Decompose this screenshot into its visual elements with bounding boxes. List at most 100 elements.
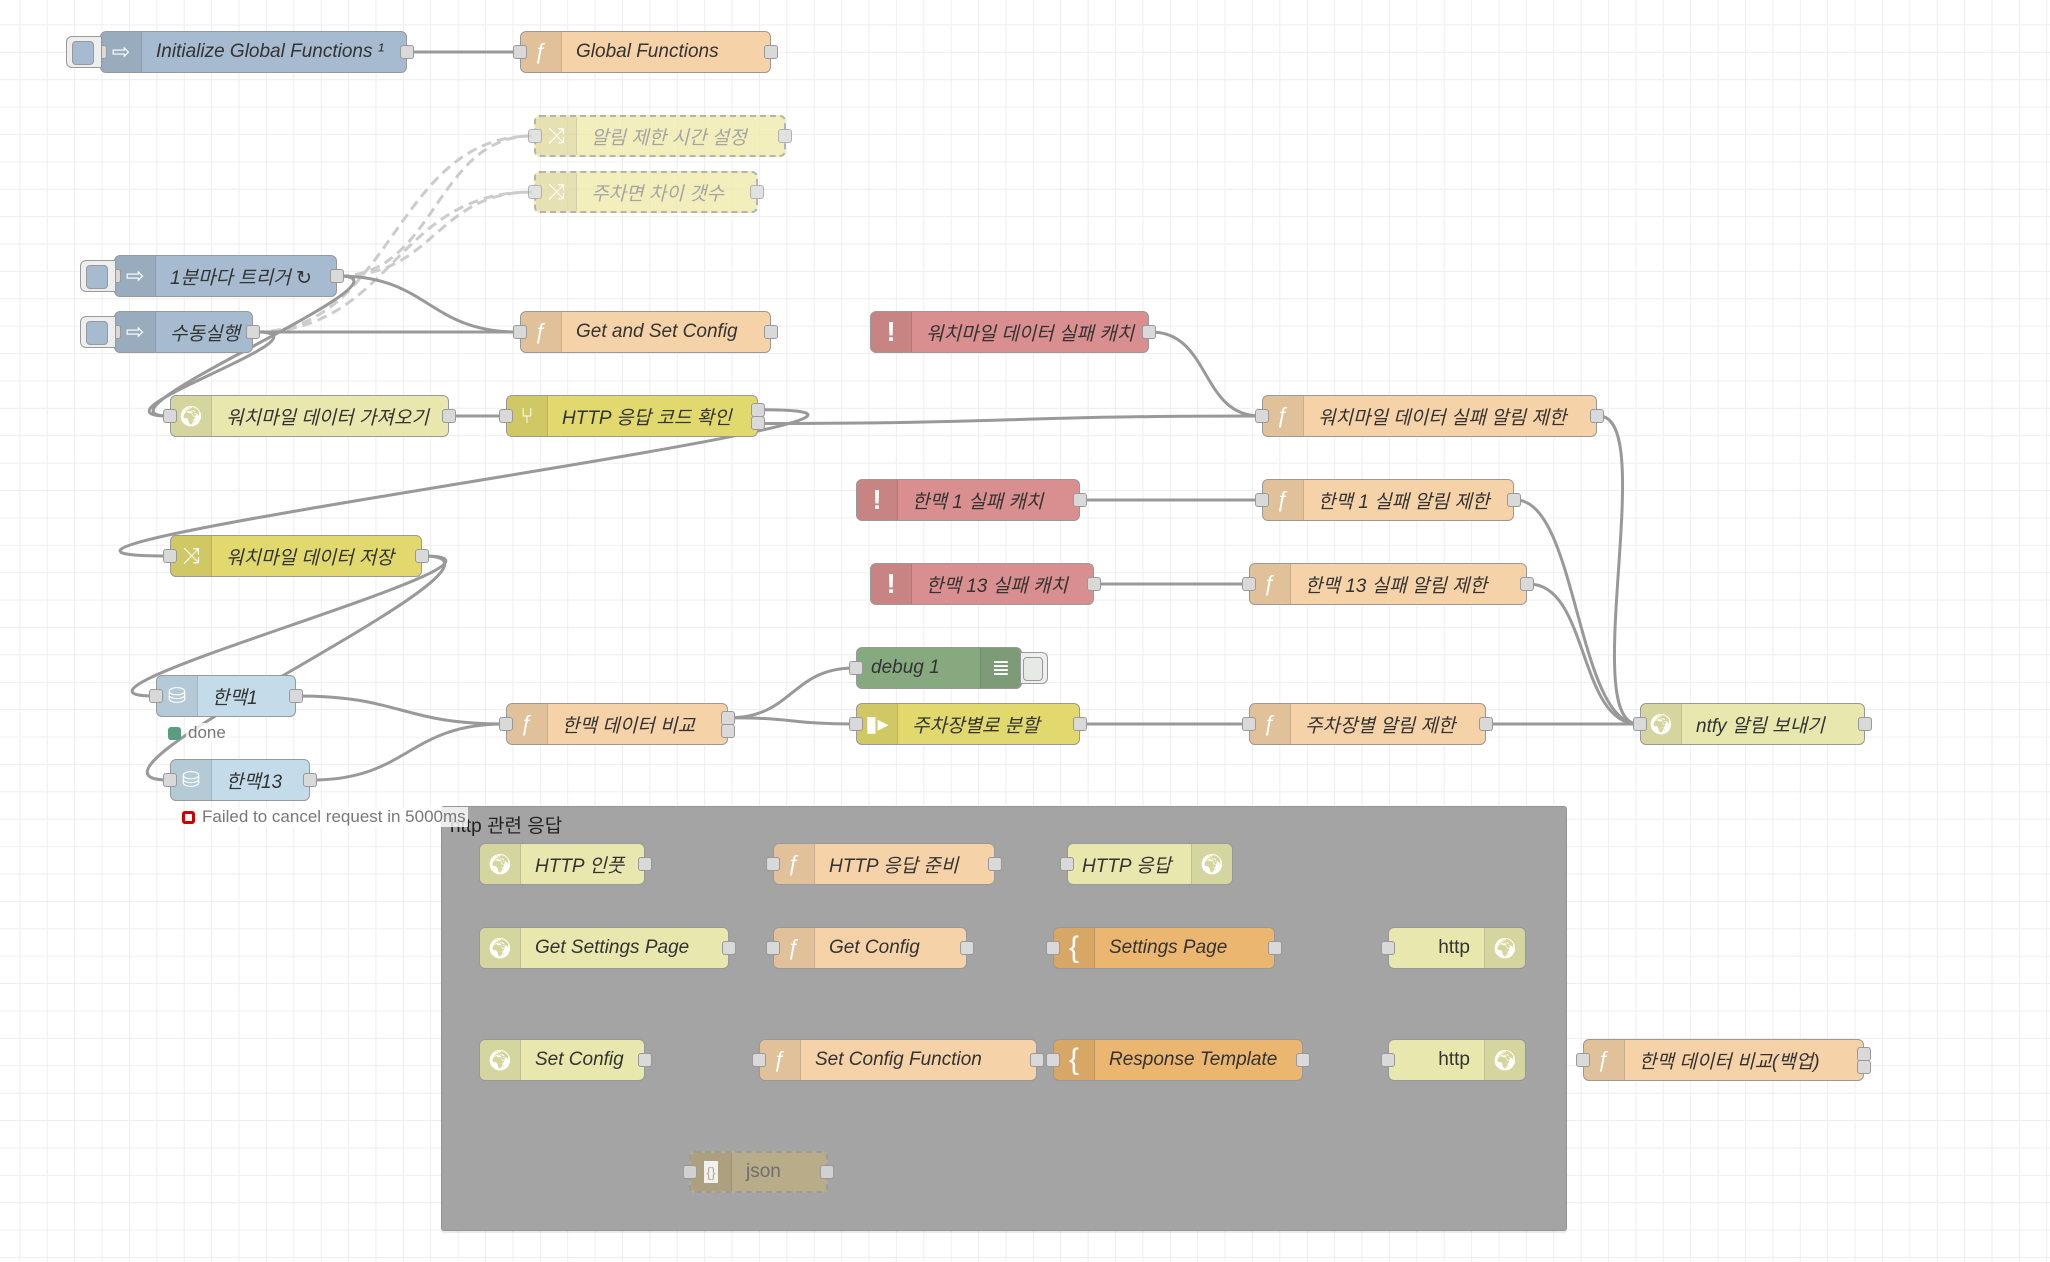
wire-compare-to-debug1[interactable] [729, 666, 855, 720]
wire-manual-to-alarmtime[interactable] [254, 134, 533, 334]
node-manual[interactable]: ⇨수동실행 [107, 311, 260, 353]
output-port[interactable] [1590, 409, 1604, 423]
output-port[interactable] [1507, 493, 1521, 507]
input-port[interactable] [163, 549, 177, 563]
input-port[interactable] [1576, 1053, 1590, 1067]
output-port[interactable] [1858, 717, 1872, 731]
output-port[interactable] [289, 689, 303, 703]
node-setconfig[interactable]: 🌍︎Set Config [479, 1039, 652, 1081]
output-port[interactable] [1520, 577, 1534, 591]
input-port[interactable] [1381, 941, 1395, 955]
input-port[interactable] [1242, 717, 1256, 731]
input-port[interactable] [499, 717, 513, 731]
wire-trigger-to-getset[interactable] [338, 274, 519, 334]
node-save[interactable]: ⤨워치마일 데이터 저장 [163, 535, 429, 577]
inject-button[interactable] [80, 260, 116, 292]
input-port[interactable] [1242, 577, 1256, 591]
input-port[interactable] [163, 409, 177, 423]
node-httpresp[interactable]: HTTP 응답🌍︎ [1060, 843, 1233, 885]
output-port[interactable] [1087, 577, 1101, 591]
node-resptemplate[interactable]: {Response Template [1046, 1039, 1310, 1081]
output-port[interactable] [751, 416, 765, 431]
input-port[interactable] [1381, 1053, 1395, 1067]
input-port[interactable] [163, 773, 177, 787]
node-trigger[interactable]: ⇨1분마다 트리거 ↻ [107, 255, 344, 297]
wire-trigger-to-alarmtime[interactable] [338, 134, 533, 278]
output-port[interactable] [988, 857, 1002, 871]
output-port[interactable] [820, 1165, 834, 1179]
output-port[interactable] [400, 45, 414, 59]
node-init[interactable]: ⇨Initialize Global Functions ¹ [93, 31, 414, 73]
node-wcatch[interactable]: !워치마일 데이터 실패 캐치 [870, 311, 1156, 353]
node-hm13[interactable]: ⛁한맥13 [163, 759, 317, 801]
wire-save-to-hm13[interactable] [145, 554, 447, 782]
node-getsettings[interactable]: 🌍︎Get Settings Page [479, 927, 736, 969]
node-checkcode[interactable]: ⑂HTTP 응답 코드 확인 [499, 395, 765, 437]
input-port[interactable] [1255, 409, 1269, 423]
output-port[interactable] [1030, 1053, 1044, 1067]
inject-button[interactable] [80, 316, 116, 348]
wire-compare-to-split[interactable] [729, 716, 855, 726]
output-port[interactable] [303, 773, 317, 787]
output-port[interactable] [721, 724, 735, 739]
output-port[interactable] [1142, 325, 1156, 339]
node-split[interactable]: ▮▸주차장별로 분할 [849, 703, 1087, 745]
wire-hm13-to-compare[interactable] [311, 722, 505, 782]
node-settingspage[interactable]: {Settings Page [1046, 927, 1282, 969]
output-port[interactable] [1479, 717, 1493, 731]
output-port[interactable] [1268, 941, 1282, 955]
input-port[interactable] [1046, 1053, 1060, 1067]
node-h1catch[interactable]: !한맥 1 실패 캐치 [856, 479, 1087, 521]
input-port[interactable] [149, 689, 163, 703]
wire-hm1-to-compare[interactable] [297, 694, 505, 726]
input-port[interactable] [1060, 857, 1074, 871]
node-hm1[interactable]: ⛁한맥1 [149, 675, 303, 717]
output-port[interactable] [750, 185, 764, 199]
output-port[interactable] [722, 941, 736, 955]
wire-checkcode-to-wlimit[interactable] [759, 414, 1261, 426]
node-parkdiff[interactable]: ⤨주차면 차이 갯수 [528, 171, 764, 213]
output-port[interactable] [246, 325, 260, 339]
input-port[interactable] [499, 409, 513, 423]
input-port[interactable] [1046, 941, 1060, 955]
output-port[interactable] [751, 403, 765, 417]
node-debug1[interactable]: debug 1≣ [849, 647, 1022, 689]
input-port[interactable] [513, 45, 527, 59]
output-port[interactable] [1073, 493, 1087, 507]
node-http3[interactable]: http🌍︎ [1381, 1039, 1526, 1081]
input-port[interactable] [752, 1053, 766, 1067]
wire-h1limit-to-ntfy[interactable] [1515, 498, 1639, 726]
input-port[interactable] [849, 717, 863, 731]
input-port[interactable] [1255, 493, 1269, 507]
output-port[interactable] [638, 1053, 652, 1067]
node-ntfy[interactable]: 🌍︎ntfy 알림 보내기 [1633, 703, 1872, 745]
output-port[interactable] [415, 549, 429, 563]
input-port[interactable] [849, 661, 863, 675]
output-port[interactable] [638, 857, 652, 871]
input-port[interactable] [513, 325, 527, 339]
output-port[interactable] [764, 45, 778, 59]
output-port[interactable] [442, 409, 456, 423]
output-port[interactable] [1857, 1060, 1871, 1075]
node-http2[interactable]: http🌍︎ [1381, 927, 1526, 969]
output-port[interactable] [778, 129, 792, 143]
node-httpin[interactable]: 🌍︎HTTP 인풋 [479, 843, 652, 885]
input-port[interactable] [766, 857, 780, 871]
wire-h13limit-to-ntfy[interactable] [1528, 582, 1639, 726]
node-json[interactable]: {}json [683, 1151, 834, 1193]
input-port[interactable] [766, 941, 780, 955]
input-port[interactable] [528, 129, 542, 143]
wire-wlimit-to-ntfy[interactable] [1598, 414, 1639, 726]
input-port[interactable] [1633, 717, 1647, 731]
output-port[interactable] [1296, 1053, 1310, 1067]
output-port[interactable] [1857, 1047, 1871, 1061]
node-alarmtime[interactable]: ⤨알림 제한 시간 설정 [528, 115, 792, 157]
input-port[interactable] [683, 1165, 697, 1179]
